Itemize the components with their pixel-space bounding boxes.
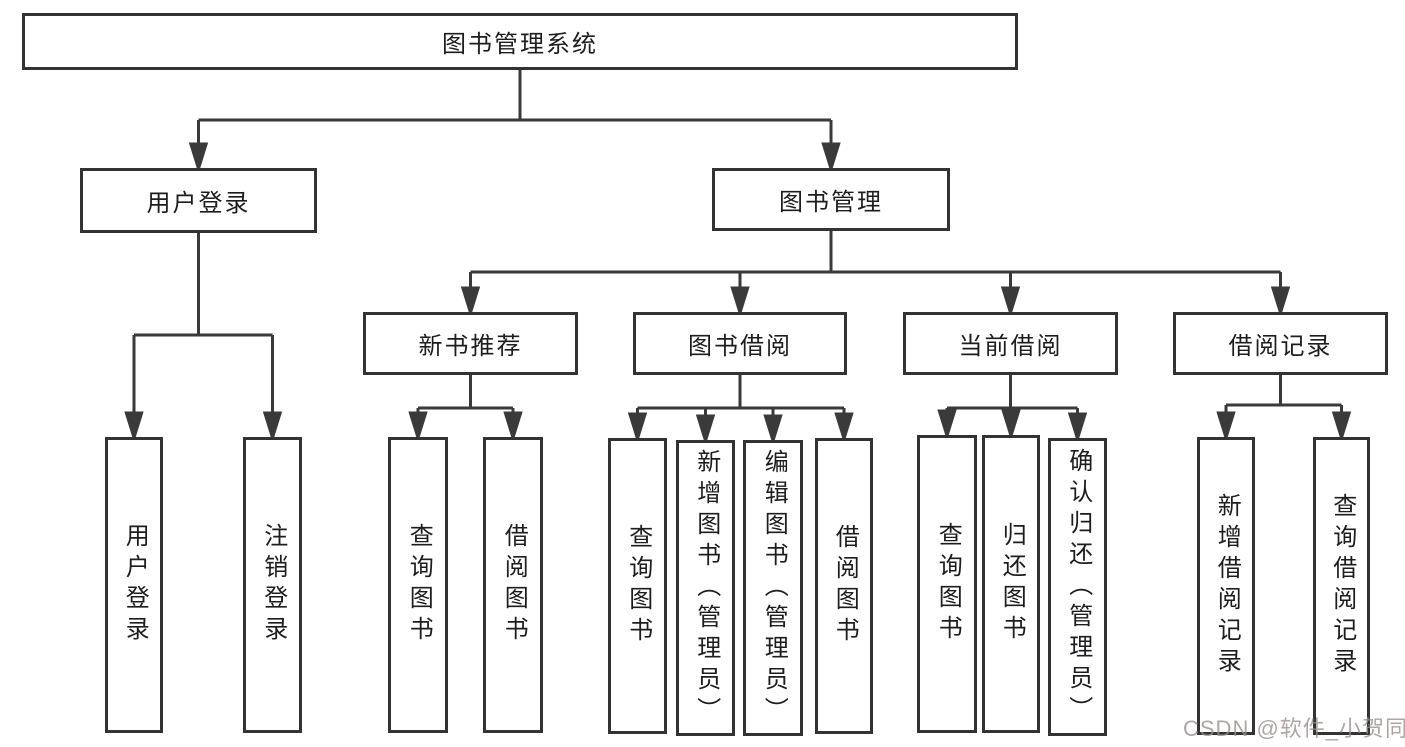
node-label: 图书管理系统 xyxy=(442,31,598,58)
node-rec: 新书推荐 xyxy=(363,312,578,375)
node-user-login: 用户登录 xyxy=(105,437,163,733)
node-bor-add: 新增图书（管理员） xyxy=(676,440,735,736)
node-label: 图书管理 xyxy=(779,189,883,216)
node-cur-query: 查询图书 xyxy=(917,435,977,733)
node-rec-query: 查询图书 xyxy=(388,437,448,733)
node-label: 用户登录 xyxy=(146,190,251,217)
watermark: CSDN @软件_小贺同学 xyxy=(1183,716,1405,741)
node-label: 当前借阅 xyxy=(958,333,1063,360)
node-label: 查询图书 xyxy=(934,522,962,646)
connector xyxy=(1224,373,1343,417)
node-bor-borrow: 借阅图书 xyxy=(815,438,873,734)
node-label: 用户登录 xyxy=(121,523,149,647)
node-rec-borrow: 借阅图书 xyxy=(483,437,543,733)
connector xyxy=(132,231,274,417)
node-bor-query: 查询图书 xyxy=(608,438,667,734)
node-label: 图书借阅 xyxy=(688,333,792,360)
connector xyxy=(197,68,833,148)
connector xyxy=(416,373,515,417)
connector xyxy=(469,229,1282,292)
node-label: 新书推荐 xyxy=(418,333,523,360)
node-label: 确认归还（管理员） xyxy=(1064,447,1092,727)
node-cur-return: 归还图书 xyxy=(982,435,1040,733)
node-his-query: 查询借阅记录 xyxy=(1313,437,1370,735)
node-login: 用户登录 xyxy=(80,168,317,233)
node-label: 查询图书 xyxy=(405,523,433,647)
node-root: 图书管理系统 xyxy=(22,13,1018,70)
node-label: 查询借阅记录 xyxy=(1328,493,1356,679)
connector xyxy=(945,373,1079,418)
node-label: 编辑图书（管理员） xyxy=(760,448,788,728)
node-label: 查询图书 xyxy=(624,524,652,648)
node-his-add: 新增借阅记录 xyxy=(1197,437,1255,735)
connector xyxy=(636,373,846,420)
node-cur-confirm: 确认归还（管理员） xyxy=(1048,438,1107,736)
node-mgmt: 图书管理 xyxy=(712,168,950,231)
node-bor: 图书借阅 xyxy=(633,312,847,375)
node-label: 归还图书 xyxy=(998,522,1026,646)
node-label: 新增借阅记录 xyxy=(1213,493,1241,679)
node-cur: 当前借阅 xyxy=(903,312,1118,375)
node-label: 借阅记录 xyxy=(1228,333,1333,360)
node-logout: 注销登录 xyxy=(243,437,302,733)
node-label: 注销登录 xyxy=(259,523,287,647)
node-label: 借阅图书 xyxy=(831,524,859,648)
node-his: 借阅记录 xyxy=(1173,312,1388,375)
node-label: 借阅图书 xyxy=(500,523,528,647)
node-label: 新增图书（管理员） xyxy=(692,448,720,728)
node-bor-edit: 编辑图书（管理员） xyxy=(743,440,803,736)
